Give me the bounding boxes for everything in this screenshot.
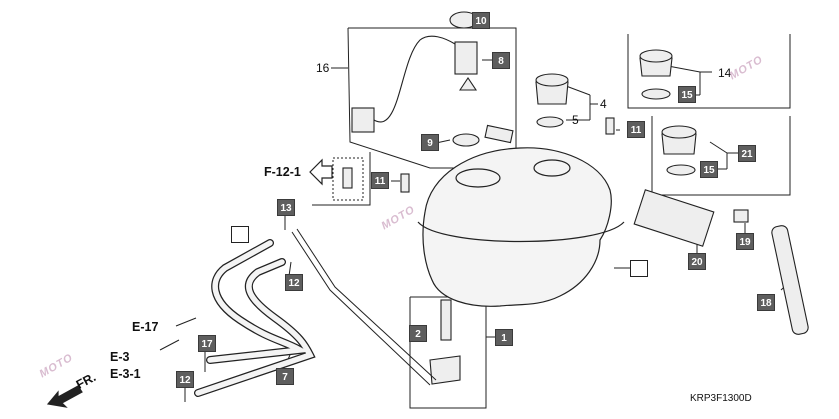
callout-17[interactable]: 17 [198, 335, 216, 352]
callout-7[interactable]: 7 [276, 368, 294, 385]
bolt-inset [342, 167, 353, 189]
group-frame-14 [627, 34, 791, 109]
callout-15-top[interactable]: 15 [678, 86, 696, 103]
pump-unit-8 [454, 41, 478, 75]
connector-16 [351, 107, 375, 133]
diagram-code: KRP3F1300D [690, 393, 752, 404]
gasket-5 [536, 116, 564, 128]
bolt-11a[interactable] [605, 117, 615, 135]
tray-20[interactable] [633, 189, 715, 247]
callout-11-top[interactable]: 11 [627, 121, 645, 138]
front-arrow [46, 385, 83, 408]
callout-blank-right [630, 260, 648, 277]
callout-10[interactable]: 10 [472, 12, 490, 29]
drain-hose-18[interactable] [771, 225, 810, 336]
callout-5[interactable]: 5 [572, 113, 579, 127]
pump-gasket-9 [452, 133, 480, 147]
callout-19[interactable]: 19 [736, 233, 754, 250]
ref-e3[interactable]: E-3 [110, 350, 130, 364]
bolt-11b[interactable] [400, 173, 410, 193]
callout-11-left[interactable]: 11 [371, 172, 389, 189]
callout-12-mid[interactable]: 12 [285, 274, 303, 291]
callout-9[interactable]: 9 [421, 134, 439, 151]
callout-13[interactable]: 13 [277, 199, 295, 216]
callout-12-bottom[interactable]: 12 [176, 371, 194, 388]
fuel-tank-body[interactable] [422, 147, 612, 307]
callout-14[interactable]: 14 [718, 66, 732, 80]
group-frame-21 [651, 116, 791, 196]
leader-14 [667, 65, 701, 73]
ref-e3-1[interactable]: E-3-1 [110, 367, 141, 381]
fitting-19[interactable] [733, 209, 749, 223]
callout-15-bottom[interactable]: 15 [700, 161, 718, 178]
regulator-2[interactable] [440, 299, 452, 341]
ref-frame-f12 [312, 152, 371, 206]
callout-16[interactable]: 16 [316, 61, 330, 75]
callout-21[interactable]: 21 [738, 145, 756, 162]
ref-e17[interactable]: E-17 [132, 320, 159, 334]
callout-2[interactable]: 2 [409, 325, 427, 342]
callout-1[interactable]: 1 [495, 329, 513, 346]
callout-4[interactable]: 4 [600, 97, 607, 111]
ref-f12-1[interactable]: F-12-1 [264, 165, 301, 179]
f12-arrow [309, 158, 333, 186]
filler-neck [455, 168, 501, 188]
callout-8[interactable]: 8 [492, 52, 510, 69]
callout-blank-left [231, 226, 249, 243]
vent-line [291, 231, 431, 386]
callout-18[interactable]: 18 [757, 294, 775, 311]
callout-20[interactable]: 20 [688, 253, 706, 270]
